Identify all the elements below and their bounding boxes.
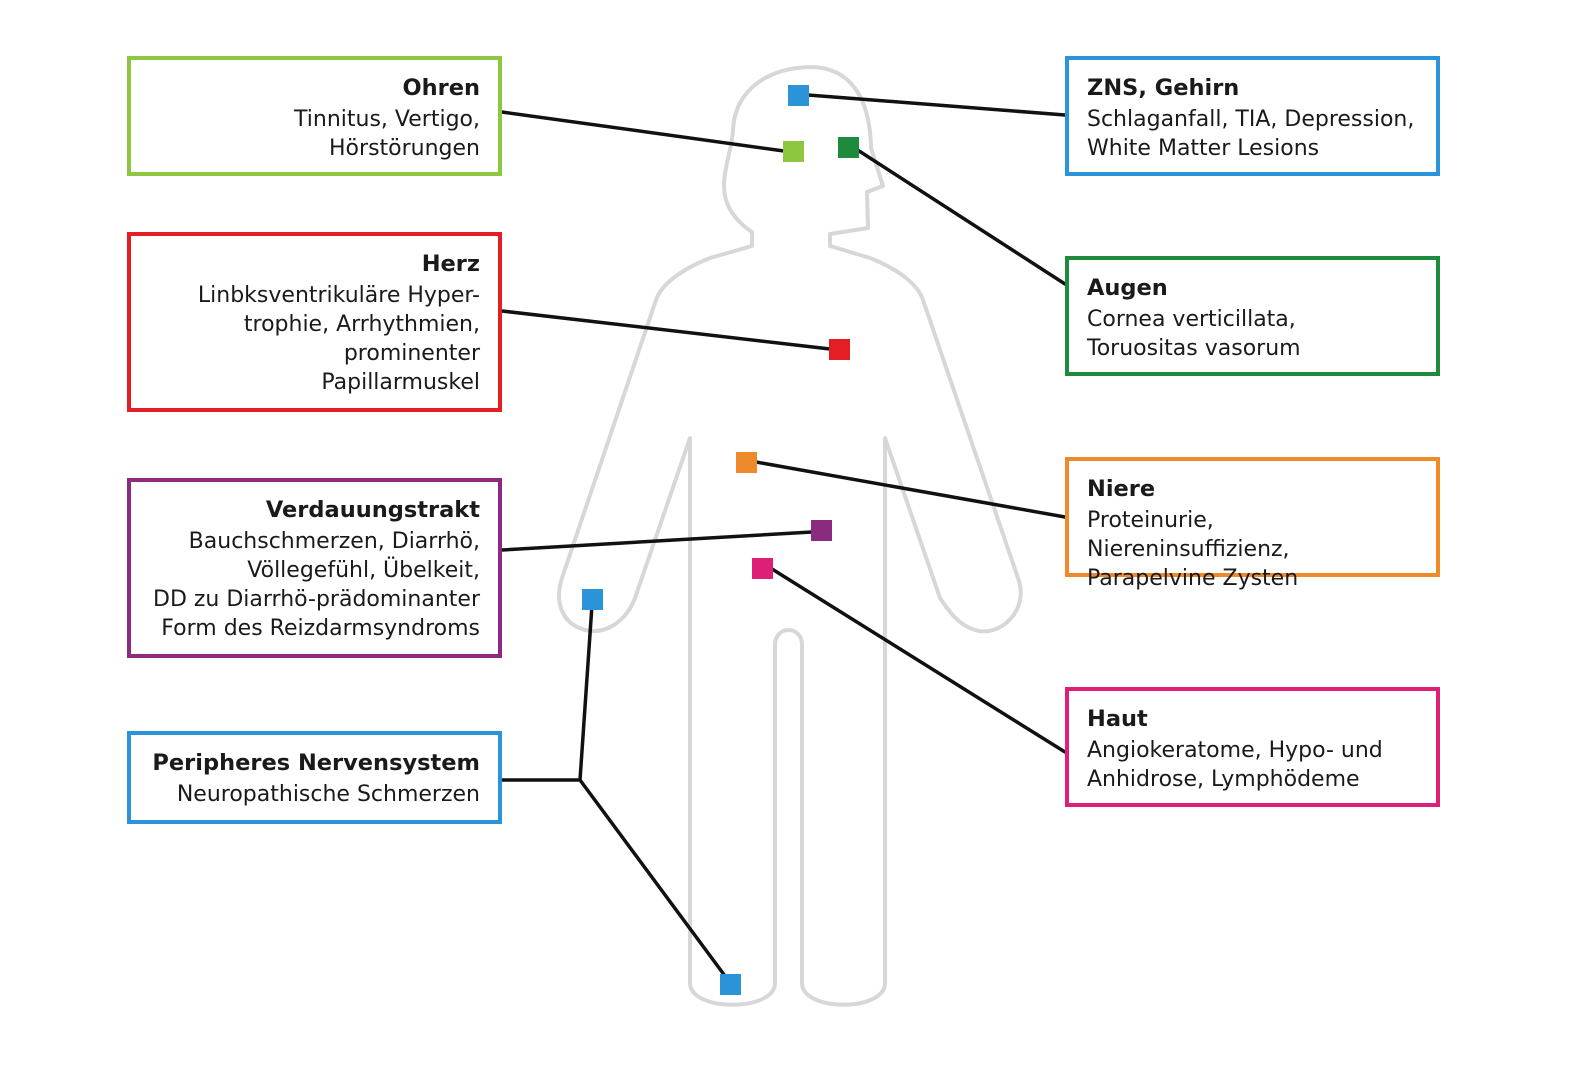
haut-description: Angiokeratome, Hypo- und Anhidrose, Lymp…	[1087, 738, 1383, 792]
connector-augen	[854, 147, 1067, 286]
connector-pns-hand	[578, 603, 594, 782]
augen-description: Cornea verticillata, Toruositas vasorum	[1087, 307, 1301, 361]
zns-title: ZNS, Gehirn	[1087, 75, 1240, 101]
herz-description: Linbksventrikuläre Hyper- trophie, Arrhy…	[197, 283, 480, 395]
body-outline	[557, 65, 1023, 1007]
augen-title: Augen	[1087, 275, 1168, 301]
niere-marker	[736, 452, 757, 473]
herz-box: Herz Linbksventrikuläre Hyper- trophie, …	[127, 232, 502, 412]
connector-verdauung	[500, 530, 814, 552]
haut-marker	[752, 558, 773, 579]
verdauungstrakt-box: Verdauungstrakt Bauchschmerzen, Diarrhö,…	[127, 478, 502, 658]
augen-box: Augen Cornea verticillata, Toruositas va…	[1065, 256, 1440, 376]
verdauung-marker	[811, 520, 832, 541]
connector-herz	[500, 309, 832, 351]
connector-niere	[754, 460, 1067, 519]
verdauungstrakt-title: Verdauungstrakt	[265, 497, 480, 523]
haut-box: Haut Angiokeratome, Hypo- und Anhidrose,…	[1065, 687, 1440, 807]
organ-markers	[582, 85, 859, 995]
zns-box: ZNS, Gehirn Schlaganfall, TIA, Depressio…	[1065, 56, 1440, 176]
ohren-title: Ohren	[402, 75, 480, 101]
niere-description: Proteinurie, Niereninsuffizienz, Parapel…	[1087, 508, 1299, 591]
pns-hand-marker	[582, 589, 603, 610]
connector-ohren	[500, 110, 786, 153]
pns-foot-marker	[720, 974, 741, 995]
peripheres-nervensystem-description: Neuropathische Schmerzen	[176, 782, 480, 807]
niere-box: Niere Proteinurie, Niereninsuffizienz, P…	[1065, 457, 1440, 591]
verdauungstrakt-description: Bauchschmerzen, Diarrhö, Völlegefühl, Üb…	[153, 529, 480, 641]
peripheres-nervensystem-title: Peripheres Nervensystem	[152, 750, 480, 776]
haut-title: Haut	[1087, 706, 1148, 732]
niere-title: Niere	[1087, 476, 1156, 502]
herz-title: Herz	[421, 251, 480, 277]
connector-pns-foot	[578, 778, 730, 982]
ohren-box: Ohren Tinnitus, Vertigo, Hörstörungen	[127, 56, 502, 176]
augen-marker	[838, 137, 859, 158]
connector-lines	[500, 93, 1067, 982]
zns-description: Schlaganfall, TIA, Depression, White Mat…	[1087, 107, 1415, 161]
ohren-marker	[783, 141, 804, 162]
connector-zns	[806, 93, 1067, 117]
herz-marker	[829, 339, 850, 360]
connector-haut	[770, 567, 1067, 754]
peripheres-nervensystem-box: Peripheres Nervensystem Neuropathische S…	[127, 731, 502, 824]
ohren-description: Tinnitus, Vertigo, Hörstörungen	[294, 107, 480, 161]
zns-marker	[788, 85, 809, 106]
